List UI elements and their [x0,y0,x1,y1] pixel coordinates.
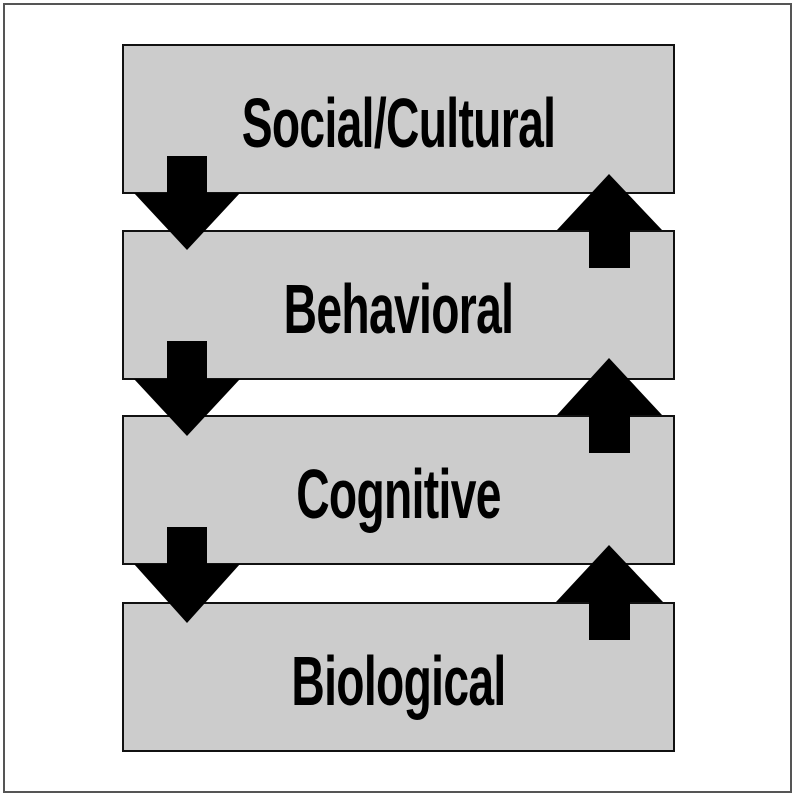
level-label: Cognitive [296,455,501,533]
level-behavioral: Behavioral [122,230,675,380]
level-social-cultural: Social/Cultural [122,44,675,194]
level-label: Behavioral [283,270,514,348]
level-label: Biological [291,642,506,720]
level-biological: Biological [122,602,675,752]
level-cognitive: Cognitive [122,415,675,565]
level-label: Social/Cultural [241,84,556,162]
